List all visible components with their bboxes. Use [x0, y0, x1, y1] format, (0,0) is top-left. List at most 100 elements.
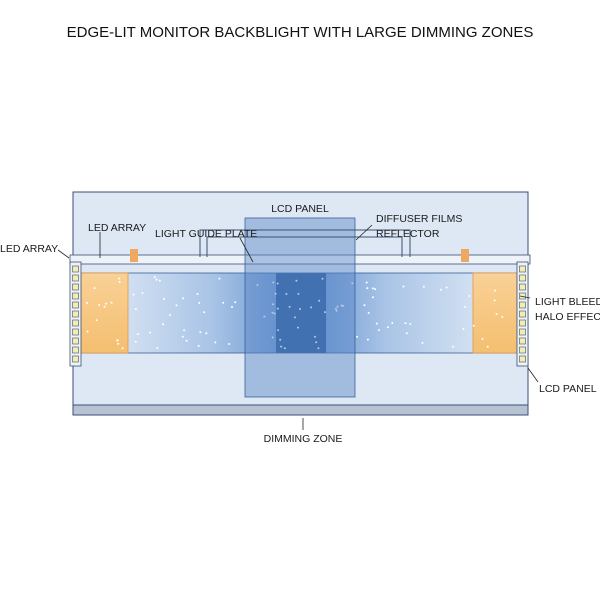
light-particle — [198, 301, 201, 304]
label-lcd-panel: LCD PANEL — [271, 203, 329, 215]
light-particle — [132, 293, 135, 296]
bracket-inner — [206, 236, 403, 257]
light-particle — [445, 286, 448, 289]
led — [519, 283, 526, 291]
light-particle — [462, 328, 465, 330]
light-particle — [317, 347, 320, 350]
bracket-outer — [199, 229, 411, 257]
led — [519, 346, 526, 354]
light-particle — [110, 301, 113, 304]
light-particle — [228, 343, 231, 345]
light-particle — [116, 339, 119, 342]
light-particle — [501, 316, 504, 318]
led — [519, 292, 526, 300]
light-particle — [280, 345, 283, 348]
light-particle — [334, 307, 337, 310]
light-particle — [279, 338, 282, 341]
light-particle — [214, 341, 217, 344]
light-particle — [342, 304, 345, 307]
light-particle — [363, 304, 366, 307]
light-particle — [297, 292, 300, 295]
lcd-panel — [244, 217, 356, 398]
light-particle — [336, 305, 339, 308]
diagram-title: EDGE-LIT MONITOR BACKBLIGHT WITH LARGE D… — [67, 24, 534, 41]
led — [519, 301, 526, 309]
light-particle — [402, 285, 405, 288]
light-particle — [283, 347, 286, 350]
light-particle — [121, 347, 124, 350]
light-particle — [472, 324, 475, 327]
halo-left — [80, 272, 129, 354]
light-particle — [315, 341, 318, 344]
light-particle — [234, 301, 237, 304]
light-particle — [93, 287, 96, 290]
led — [72, 319, 79, 327]
led — [72, 265, 79, 273]
light-particle — [273, 312, 276, 315]
light-particle — [153, 276, 156, 279]
light-particle — [276, 282, 279, 285]
led — [72, 328, 79, 336]
light-particle — [185, 339, 188, 342]
label-reflector: REFLECTOR — [376, 228, 440, 240]
light-particle — [271, 311, 274, 314]
light-particle — [155, 278, 158, 281]
light-particle — [366, 287, 369, 290]
light-particle — [105, 302, 108, 305]
light-particle — [367, 311, 370, 314]
light-particle — [272, 281, 275, 284]
light-particle — [391, 322, 394, 324]
light-particle — [494, 289, 496, 292]
light-particle — [199, 331, 202, 334]
light-particle — [271, 336, 274, 339]
light-particle — [285, 293, 288, 295]
light-particle — [256, 283, 259, 286]
light-particle — [371, 296, 374, 299]
light-particle — [205, 332, 208, 335]
light-particle — [141, 292, 144, 295]
label-diffuser-films: DIFFUSER FILMS — [376, 213, 462, 225]
light-particle — [293, 316, 296, 319]
light-particle — [422, 285, 425, 288]
label-light-guide-plate: LIGHT GUIDE PLATE — [155, 228, 257, 240]
light-particle — [156, 347, 159, 349]
light-particle — [98, 304, 101, 306]
light-particle — [374, 288, 377, 291]
light-particle — [274, 292, 277, 295]
light-particle — [276, 307, 279, 310]
light-particle — [86, 330, 89, 333]
light-particle — [365, 281, 368, 284]
light-particle — [117, 342, 120, 345]
light-particle — [277, 329, 280, 332]
light-particle — [318, 299, 321, 302]
light-particle — [149, 331, 151, 334]
light-particle — [263, 315, 266, 318]
label-led-array-left: LED ARRAY — [0, 243, 58, 255]
led — [519, 310, 526, 318]
light-particle — [182, 297, 184, 300]
light-particle — [197, 344, 200, 347]
bottom-strip — [72, 404, 529, 416]
light-particle — [340, 304, 343, 307]
light-particle — [218, 277, 221, 280]
light-particle — [136, 333, 139, 336]
light-particle — [222, 301, 225, 304]
light-particle — [377, 329, 380, 332]
light-particle — [335, 309, 338, 312]
led — [519, 319, 526, 327]
label-lcd-panel-right: LCD PANEL — [539, 383, 597, 395]
light-particle — [421, 341, 424, 344]
light-particle — [493, 299, 496, 302]
light-particle — [181, 335, 184, 338]
led — [519, 274, 526, 282]
led — [519, 328, 526, 336]
light-particle — [495, 313, 498, 315]
led — [72, 283, 79, 291]
light-particle — [196, 293, 199, 295]
light-particle — [162, 323, 165, 326]
top-rail — [69, 254, 531, 265]
light-particle — [299, 308, 301, 310]
light-particle — [310, 306, 313, 309]
label-dimming-zone: DIMMING ZONE — [264, 433, 343, 445]
